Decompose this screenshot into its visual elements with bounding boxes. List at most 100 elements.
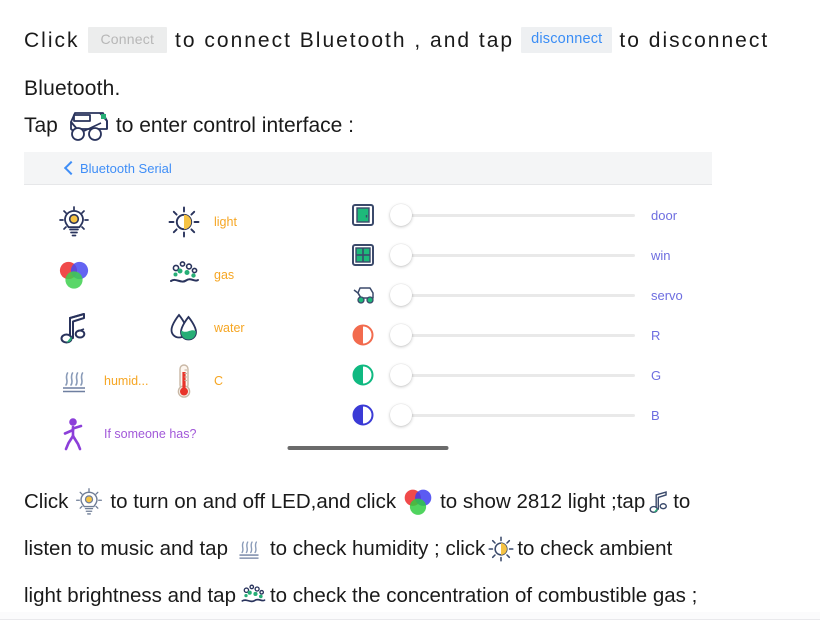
intro-line1-prefix: Click	[24, 28, 80, 52]
sensor-item-presence[interactable]: If someone has?	[54, 414, 196, 454]
sensor-row: humid...	[54, 354, 324, 407]
door-icon[interactable]	[350, 202, 376, 228]
home-indicator	[287, 446, 449, 450]
sensor-grid: light	[54, 195, 324, 460]
music-note-icon[interactable]	[54, 308, 94, 348]
gas-bubbles-icon[interactable]	[164, 255, 204, 295]
music-note-icon	[646, 487, 672, 517]
intro-line-2: Bluetooth.	[24, 64, 799, 112]
outro-line-3: light brightness and tap to check the co…	[24, 572, 814, 619]
slider-list: door win	[350, 195, 683, 435]
connect-button[interactable]: Connect	[87, 27, 168, 53]
tap-instruction-line: Tap to enter control interface :	[24, 108, 354, 144]
slider-label: servo	[651, 287, 683, 303]
slider-knob[interactable]	[390, 404, 412, 426]
thermometer-icon[interactable]	[164, 361, 204, 401]
sensor-row: If someone has?	[54, 407, 324, 460]
slider-row-door: door	[350, 195, 680, 235]
lightbulb-icon[interactable]	[54, 202, 94, 242]
sun-brightness-icon	[487, 535, 515, 563]
slider-row-red: R	[350, 315, 680, 355]
servo-slider[interactable]	[390, 282, 635, 308]
sensor-item-gas[interactable]: gas	[164, 255, 324, 295]
slider-row-win: win	[350, 235, 680, 275]
red-contrast-icon[interactable]	[350, 322, 376, 348]
slider-knob[interactable]	[390, 244, 412, 266]
slider-row-blue: B	[350, 395, 680, 435]
slider-row-servo: servo	[350, 275, 683, 315]
sensor-label: gas	[214, 267, 235, 282]
sensor-label: If someone has?	[104, 426, 197, 441]
water-drop-icon[interactable]	[164, 308, 204, 348]
control-panel: Bluetooth Serial	[24, 152, 712, 462]
back-chevron-icon[interactable]	[64, 161, 73, 176]
sensor-item-led[interactable]	[54, 202, 164, 242]
sensor-item-music[interactable]	[54, 308, 164, 348]
slider-track	[404, 373, 635, 377]
outro-l3-a: light brightness and tap	[24, 583, 236, 607]
red-slider[interactable]	[390, 322, 635, 348]
intro-line2-text: Bluetooth.	[24, 76, 121, 100]
slider-label: B	[651, 407, 660, 423]
back-button-label[interactable]: Bluetooth Serial	[80, 160, 172, 176]
green-slider[interactable]	[390, 362, 635, 388]
slider-knob[interactable]	[390, 284, 412, 306]
slider-label: G	[651, 367, 662, 383]
sensor-row: light	[54, 195, 324, 248]
panel-body: light	[24, 185, 712, 462]
window-icon[interactable]	[350, 242, 376, 268]
page-bottom-fill	[0, 612, 820, 620]
outro-l1-d: to	[673, 489, 691, 513]
slider-label: win	[651, 247, 671, 263]
sensor-row: water	[54, 301, 324, 354]
sensor-label: water	[214, 320, 245, 335]
outro-line-1: Click to turn on and off LED,and click	[24, 478, 814, 525]
slider-knob[interactable]	[390, 364, 412, 386]
outro-l1-c: to show 2812 light ;tap	[440, 489, 646, 513]
outro-l2-a: listen to music and tap	[24, 536, 228, 560]
slider-track	[404, 213, 635, 217]
green-contrast-icon[interactable]	[350, 362, 376, 388]
intro-paragraph: Click Connect to connect Bluetooth , and…	[24, 16, 799, 112]
slider-knob[interactable]	[390, 204, 412, 226]
intro-line-1: Click Connect to connect Bluetooth , and…	[24, 16, 799, 64]
outro-l3-b: to check the concentration of combustibl…	[269, 583, 698, 607]
outro-l2-b: to check humidity ; click	[269, 536, 486, 560]
slider-label: door	[651, 207, 678, 223]
rgb-venn-icon	[399, 485, 437, 519]
slider-track	[404, 293, 635, 297]
outro-paragraph: Click to turn on and off LED,and click	[24, 478, 814, 619]
car-icon[interactable]	[350, 282, 376, 308]
slider-knob[interactable]	[390, 324, 412, 346]
sensor-label: C	[214, 373, 224, 388]
sensor-item-rgb[interactable]	[54, 255, 164, 295]
tap-prefix: Tap	[24, 114, 58, 137]
blue-slider[interactable]	[390, 402, 635, 428]
outro-l1-a: Click	[24, 489, 69, 513]
humidity-waves-icon[interactable]	[54, 361, 94, 401]
sun-brightness-icon[interactable]	[164, 202, 204, 242]
sensor-label: humid...	[104, 373, 149, 388]
lightbulb-icon	[72, 487, 106, 517]
win-slider[interactable]	[390, 242, 635, 268]
sensor-label: light	[214, 214, 237, 229]
slider-row-green: G	[350, 355, 680, 395]
disconnect-button[interactable]: disconnect	[521, 27, 613, 53]
slider-track	[404, 253, 635, 257]
sensor-item-humidity[interactable]: humid...	[54, 361, 164, 401]
outro-line-2: listen to music and tap to check humidit…	[24, 525, 814, 572]
gas-bubbles-icon	[238, 582, 268, 610]
rgb-venn-icon[interactable]	[54, 255, 94, 295]
outro-l1-b: to turn on and off LED,and click	[110, 489, 397, 513]
slider-track	[404, 333, 635, 337]
blue-contrast-icon[interactable]	[350, 402, 376, 428]
sensor-row: gas	[54, 248, 324, 301]
sensor-item-light[interactable]: light	[164, 202, 324, 242]
panel-header: Bluetooth Serial	[24, 152, 712, 185]
sensor-item-water[interactable]: water	[164, 308, 324, 348]
slider-label: R	[651, 327, 661, 343]
car-icon	[60, 109, 114, 143]
door-slider[interactable]	[390, 202, 635, 228]
person-running-icon[interactable]	[54, 414, 94, 454]
sensor-item-temperature[interactable]: C	[164, 361, 324, 401]
